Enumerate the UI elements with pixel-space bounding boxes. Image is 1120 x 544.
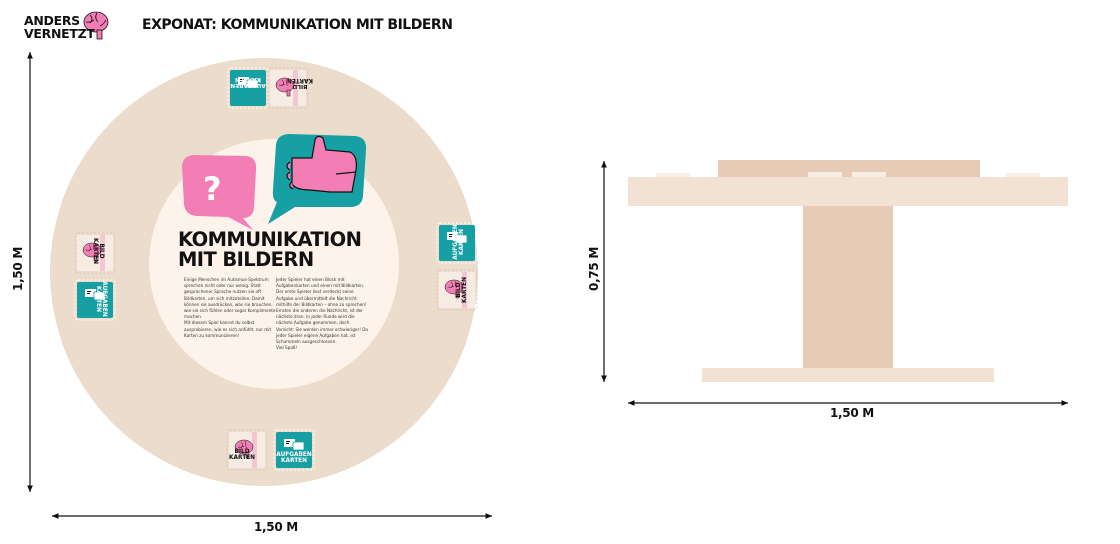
headline-line-2: MIT BILDERN xyxy=(178,248,314,271)
question-mark: ? xyxy=(203,170,222,208)
brand-line-1: ANDERS xyxy=(24,13,80,28)
poster-headline: KOMMUNIKATION MIT BILDERN xyxy=(178,228,362,271)
top-width-label: 1,50 M xyxy=(254,520,298,534)
aufgaben-label-1: AUFGABEN xyxy=(276,452,312,458)
bild-label-2: KARTEN xyxy=(462,277,468,303)
top-height-label: 1,50 M xyxy=(11,247,25,291)
bild-label-2: KARTEN xyxy=(92,238,98,264)
page-title: EXPONAT: KOMMUNIKATION MIT BILDERN xyxy=(142,17,453,33)
aufgaben-card-bottom xyxy=(273,429,315,471)
poster-text-right: Jeder Spieler hat einen Block mit Aufgab… xyxy=(276,277,369,351)
aufgaben-card-left-label: AUFGABEN KARTEN xyxy=(95,281,107,317)
headline-line-1: KOMMUNIKATION xyxy=(178,228,362,251)
bild-card-bottom-label: BILD KARTEN xyxy=(229,449,255,461)
speech-bubble-question-icon: ? xyxy=(182,155,257,230)
brain-logo-icon xyxy=(83,11,109,40)
aufgaben-card-top-label: AUFGABEN KARTEN xyxy=(230,76,266,88)
bild-card-top-label: BILD KARTEN xyxy=(282,77,318,89)
bild-label-2: KARTEN xyxy=(229,455,255,461)
aufgaben-card-right-label: AUFGABEN KARTEN xyxy=(453,224,465,260)
poster-text-left: Einige Menschen im Autismus-Spektrum spr… xyxy=(184,277,276,338)
aufgaben-label-2: KARTEN xyxy=(459,229,465,255)
aufgaben-label-2: KARTEN xyxy=(281,458,307,464)
table-side-view xyxy=(628,160,1068,382)
bild-card-right-label: BILD KARTEN xyxy=(456,272,468,308)
bild-label-1: BILD xyxy=(98,243,104,259)
brand-line-2: VERNETZT xyxy=(24,26,95,41)
aufgaben-card-top xyxy=(227,67,269,109)
brand-logo: ANDERS VERNETZT xyxy=(24,14,95,40)
side-width-label: 1,50 M xyxy=(830,406,874,420)
bild-label-1: BILD xyxy=(292,83,308,89)
bild-card-left-label: BILD KARTEN xyxy=(92,233,104,269)
bild-label-2: KARTEN xyxy=(287,77,313,83)
aufgaben-label-1: AUFGABEN xyxy=(101,281,107,317)
side-height-label: 0,75 M xyxy=(587,247,601,291)
aufgaben-card-bottom-label: AUFGABEN KARTEN xyxy=(276,452,312,464)
speech-bubble-thumbs-up-icon xyxy=(268,134,367,224)
bild-label-1: BILD xyxy=(234,449,250,455)
aufgaben-label-2: KARTEN xyxy=(95,286,101,312)
aufgaben-label-1: AUFGABEN xyxy=(230,82,266,88)
aufgaben-label-2: KARTEN xyxy=(235,76,261,82)
